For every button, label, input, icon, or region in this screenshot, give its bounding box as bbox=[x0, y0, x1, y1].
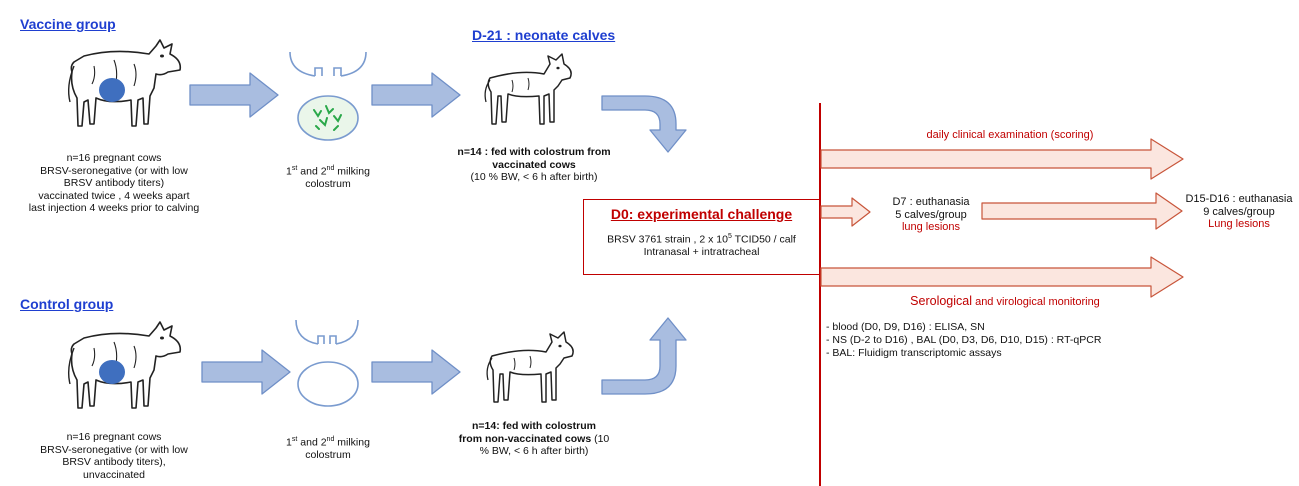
d7-line: 5 calves/group bbox=[895, 208, 967, 221]
challenge-line1-tail: TCID50 / calf bbox=[731, 233, 796, 246]
udder-control-icon bbox=[295, 319, 359, 407]
vaccine-cow-description: n=16 pregnant cows BRSV-seronegative (or… bbox=[4, 152, 224, 215]
challenge-route-line: Intranasal + intratracheal bbox=[643, 246, 760, 258]
vaccine-group-title: Vaccine group bbox=[20, 16, 116, 32]
vaccine-cow-line: vaccinated twice , 4 weeks apart bbox=[38, 189, 190, 202]
arrow-milking-to-calves-control bbox=[371, 349, 461, 395]
control-calves-description: n=14: fed with colostrum from non-vaccin… bbox=[424, 420, 644, 458]
arrow-daily-clinical bbox=[820, 138, 1184, 180]
vaccine-calf-icon bbox=[484, 53, 572, 125]
control-milking-line-1: 1st and 2nd milking bbox=[286, 436, 370, 449]
vaccine-milking-line-1: 1st and 2nd milking bbox=[286, 165, 370, 178]
control-cow-line: BRSV antibody titers), bbox=[62, 456, 166, 468]
curved-arrow-vaccine-to-challenge bbox=[601, 95, 687, 153]
vaccine-cow-line: last injection 4 weeks prior to calving bbox=[28, 202, 200, 214]
vaccine-cow-line: BRSV antibody titers) bbox=[63, 177, 165, 189]
monitoring-title-2: and virological monitoring bbox=[972, 296, 1100, 308]
monitoring-title-1: Serological bbox=[910, 294, 973, 308]
control-calves-sub: % BW, < 6 h after birth) bbox=[479, 445, 589, 457]
control-cow-line: unvaccinated bbox=[83, 468, 145, 481]
vaccine-calves-bold-line: n=14 : fed with colostrum from bbox=[457, 146, 611, 158]
control-milking-label: 1st and 2nd milking colostrum bbox=[263, 434, 393, 462]
d15-label: D15-D16 : euthanasia 9 calves/group Lung… bbox=[1180, 193, 1298, 231]
control-cow-description: n=16 pregnant cows BRSV-seronegative (or… bbox=[4, 431, 224, 481]
monitoring-item: - NS (D-2 to D16) , BAL (D0, D3, D6, D10… bbox=[826, 334, 1102, 346]
monitoring-list: - blood (D0, D9, D16) : ELISA, SN - NS (… bbox=[826, 321, 1101, 360]
monitoring-title: Serological and virological monitoring bbox=[860, 295, 1150, 309]
control-group-title: Control group bbox=[20, 296, 114, 312]
udder-vaccine-icon bbox=[289, 51, 367, 141]
control-cow-icon bbox=[67, 321, 182, 409]
daily-clinical-label: daily clinical examination (scoring) bbox=[926, 129, 1094, 141]
control-milking-line-2: colostrum bbox=[305, 449, 351, 461]
challenge-strain-line: BRSV 3761 strain , 2 x 105 TCID50 / calf bbox=[584, 231, 819, 246]
control-calves-bold-2: from non-vaccinated cows bbox=[458, 432, 592, 445]
control-calves-tail-2: (10 bbox=[591, 432, 610, 445]
arrow-monitoring bbox=[820, 256, 1184, 298]
control-calves-line-2: from non-vaccinated cows (10 bbox=[424, 433, 644, 446]
curved-arrow-control-to-challenge bbox=[601, 317, 687, 395]
vaccine-milking-line-2: colostrum bbox=[305, 178, 351, 190]
vaccine-milking-label: 1st and 2nd milking colostrum bbox=[263, 163, 393, 191]
control-cow-line: n=16 pregnant cows bbox=[66, 431, 162, 443]
arrow-d7-to-d15 bbox=[981, 192, 1183, 230]
arrow-milking-to-calves-vaccine bbox=[371, 72, 461, 118]
arrow-cow-to-milking-vaccine bbox=[189, 72, 279, 118]
vaccine-cow-line: n=16 pregnant cows bbox=[66, 152, 162, 164]
monitoring-item: - blood (D0, D9, D16) : ELISA, SN bbox=[826, 321, 985, 333]
d7-line: D7 : euthanasia bbox=[892, 196, 970, 208]
d15-line: D15-D16 : euthanasia bbox=[1185, 193, 1293, 205]
arrow-d7 bbox=[820, 197, 871, 227]
challenge-box: D0: experimental challenge BRSV 3761 str… bbox=[583, 199, 820, 275]
vaccine-calves-description: n=14 : fed with colostrum from vaccinate… bbox=[424, 146, 644, 184]
challenge-exponent: 5 bbox=[727, 233, 732, 240]
d21-neonate-title: D-21 : neonate calves bbox=[472, 27, 616, 43]
challenge-line1: BRSV 3761 strain , 2 x 10 bbox=[607, 233, 728, 246]
monitoring-item: - BAL: Fluidigm transcriptomic assays bbox=[826, 347, 1002, 359]
control-calf-icon bbox=[486, 331, 574, 403]
control-cow-line: BRSV-seronegative (or with low bbox=[40, 443, 188, 456]
d7-label: D7 : euthanasia 5 calves/group lung lesi… bbox=[876, 196, 986, 234]
control-calves-bold-line: n=14: fed with colostrum bbox=[472, 420, 596, 432]
vaccine-cow-line: BRSV-seronegative (or with low bbox=[40, 164, 188, 177]
d7-lesions: lung lesions bbox=[901, 221, 961, 233]
vaccine-calves-bold-line: vaccinated cows bbox=[492, 158, 576, 171]
vaccine-cow-icon bbox=[67, 39, 182, 127]
d15-line: 9 calves/group bbox=[1203, 205, 1275, 218]
d15-lesions: Lung lesions bbox=[1208, 218, 1270, 230]
arrow-cow-to-milking-control bbox=[201, 349, 291, 395]
vaccine-calves-sub: (10 % BW, < 6 h after birth) bbox=[470, 171, 598, 183]
challenge-title: D0: experimental challenge bbox=[610, 206, 793, 222]
